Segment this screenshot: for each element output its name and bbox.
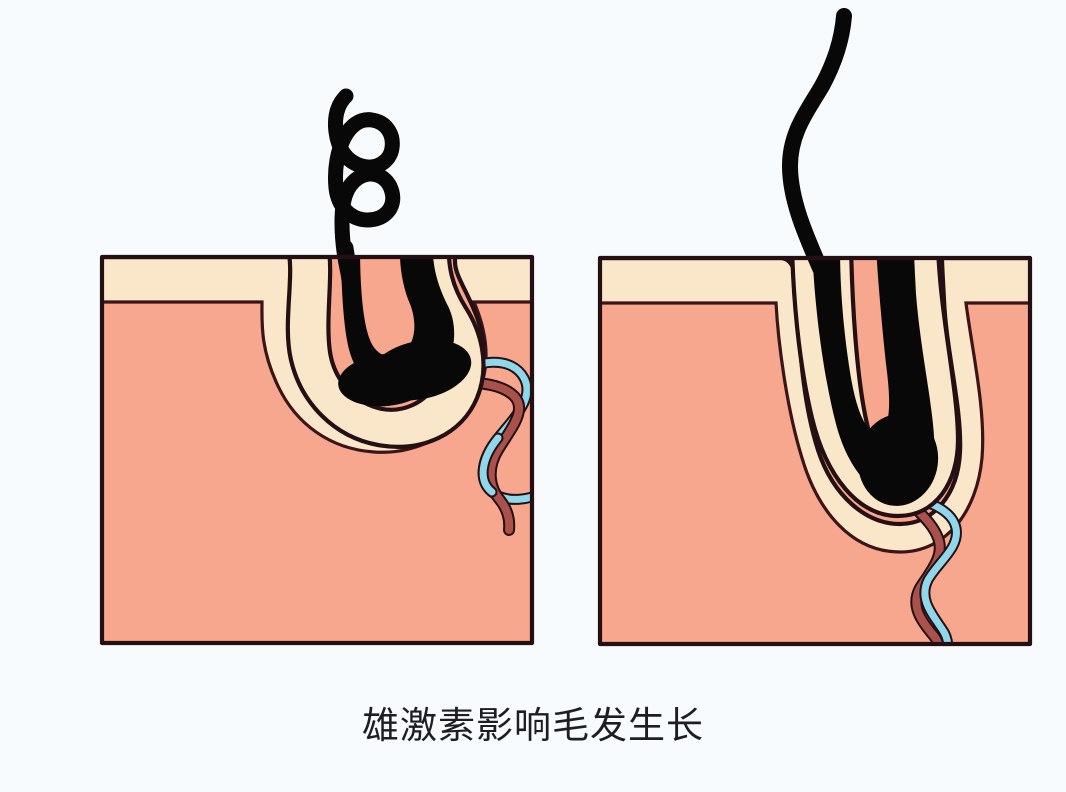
- left-blood-vessel-artery-fill: [436, 378, 524, 534]
- right-hair-shaft-wavy: [782, 8, 852, 276]
- right-blood-vessel-vein-fill: [901, 494, 960, 644]
- figure-caption: 雄激素影响毛发生长: [362, 704, 704, 747]
- left-blood-vessel-vein-front-fill: [479, 434, 502, 496]
- right-hair-bulb: [857, 414, 939, 506]
- left-skin-panel: [99, 88, 535, 646]
- left-hair-entry-segment: [336, 239, 359, 289]
- left-hair-bulb-tip-2: [338, 353, 434, 407]
- right-panel-contents: [600, 258, 1030, 644]
- right-epidermis-layer: [600, 258, 1030, 552]
- left-panel-border: [99, 254, 535, 646]
- right-panel-border: [597, 255, 1033, 647]
- right-dermis-boundary-line: [600, 301, 1030, 554]
- left-panel-contents: [102, 257, 532, 643]
- right-skin-panel: [597, 8, 1033, 647]
- right-hair-shaft-tip: [838, 8, 850, 29]
- left-hair-shaft-curly: [328, 88, 401, 296]
